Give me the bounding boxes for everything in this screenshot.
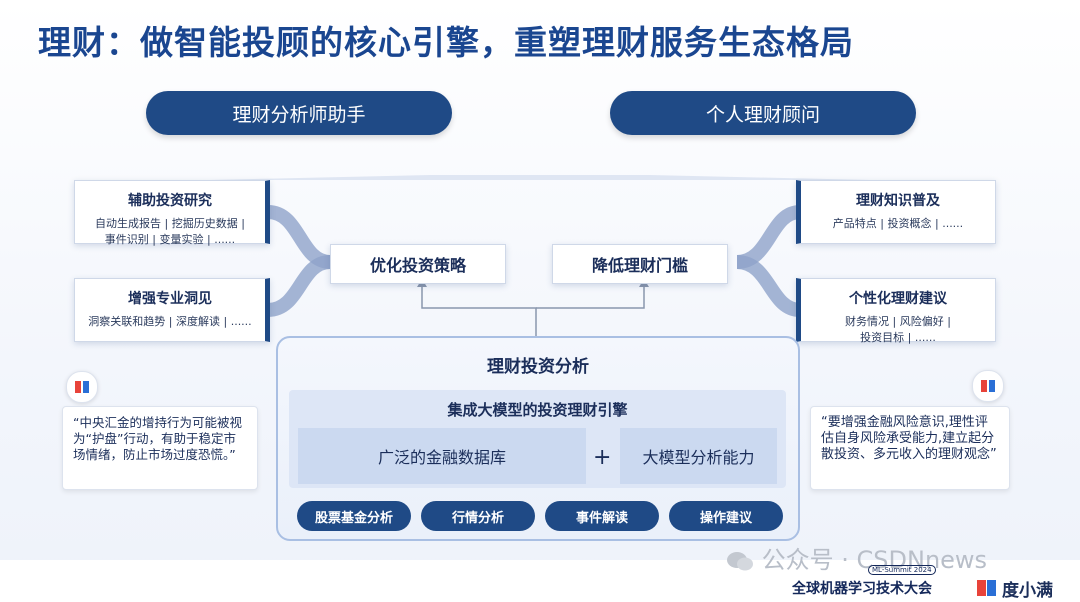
card-line: 洞察关联和趋势 | 深度解读 | ...... — [88, 315, 252, 328]
watermark-text: 公众号 · CSDNnews — [761, 546, 988, 574]
llm-capability-block: 大模型分析能力 — [620, 428, 777, 484]
operation-advice-button[interactable]: 操作建议 — [669, 501, 783, 531]
card-title: 增强专业洞见 — [128, 291, 212, 307]
card-title: 辅助投资研究 — [128, 193, 212, 209]
card-line: 自动生成报告 | 挖掘历史数据 | — [95, 217, 245, 230]
watermark: 公众号 · CSDNnews — [726, 540, 987, 575]
quote-right: “要增强金融风险意识,理性评估自身风险承受能力,建立起分散投资、多元收入的理财观… — [810, 406, 1010, 490]
arrow-line-left — [421, 283, 537, 336]
card-line: 事件识别 | 变量实验 | ...... — [104, 233, 236, 246]
event-interpretation-button[interactable]: 事件解读 — [545, 501, 659, 531]
card-subtext: 自动生成报告 | 挖掘历史数据 | 事件识别 | 变量实验 | ...... — [75, 216, 265, 248]
footer — [0, 560, 1080, 602]
financial-database-block: 广泛的金融数据库 — [298, 428, 586, 484]
card-subtext: 产品特点 | 投资概念 | ...... — [801, 216, 995, 232]
connector-right-bottom — [736, 255, 801, 317]
logo-mark-icon — [75, 381, 89, 393]
card-line: 财务情况 | 风险偏好 | — [845, 315, 951, 328]
conference-name: 全球机器学习技术大会 — [792, 581, 932, 597]
card-line: 投资目标 | ...... — [860, 331, 936, 344]
connector-right-top — [736, 205, 801, 269]
investment-analysis-panel: 理财投资分析 集成大模型的投资理财引擎 广泛的金融数据库 + 大模型分析能力 股… — [276, 336, 800, 541]
card-financial-knowledge: 理财知识普及 产品特点 | 投资概念 | ...... — [796, 180, 996, 244]
conference-badge: ML-Summit 2024 — [868, 565, 936, 575]
wechat-icon — [726, 550, 754, 572]
lower-threshold-box: 降低理财门槛 — [552, 244, 728, 284]
light-beam — [210, 175, 870, 180]
card-title: 理财知识普及 — [856, 193, 940, 209]
analyst-assistant-pill: 理财分析师助手 — [146, 91, 452, 135]
market-analysis-button[interactable]: 行情分析 — [421, 501, 535, 531]
card-subtext: 财务情况 | 风险偏好 | 投资目标 | ...... — [801, 314, 995, 346]
card-subtext: 洞察关联和趋势 | 深度解读 | ...... — [75, 314, 265, 330]
card-title: 个性化理财建议 — [849, 291, 947, 307]
connector-left-top — [267, 205, 331, 269]
brand-name: 度小满 — [1002, 581, 1053, 601]
brand-logo-icon — [66, 371, 98, 403]
llm-engine-block: 集成大模型的投资理财引擎 广泛的金融数据库 + 大模型分析能力 — [289, 390, 786, 488]
plus-sign: + — [593, 445, 612, 470]
card-line: 产品特点 | 投资概念 | ...... — [832, 217, 964, 230]
stock-fund-analysis-button[interactable]: 股票基金分析 — [297, 501, 411, 531]
card-professional-insight: 增强专业洞见 洞察关联和趋势 | 深度解读 | ...... — [74, 278, 270, 342]
quote-left: “中央汇金的增持行为可能被视为“护盘”行动，有助于稳定市场情绪，防止市场过度恐慌… — [62, 406, 258, 490]
card-personalized-advice: 个性化理财建议 财务情况 | 风险偏好 | 投资目标 | ...... — [796, 278, 996, 344]
card-investment-research: 辅助投资研究 自动生成报告 | 挖掘历史数据 | 事件识别 | 变量实验 | .… — [74, 180, 270, 246]
brand-mark-icon — [977, 580, 996, 596]
brand-logo-icon — [972, 370, 1004, 402]
connector-left-bottom — [267, 255, 331, 317]
optimize-strategy-box: 优化投资策略 — [330, 244, 506, 284]
engine-title: 集成大模型的投资理财引擎 — [447, 401, 628, 419]
logo-mark-icon — [981, 380, 995, 392]
arrow-line-right — [536, 283, 645, 309]
panel-title: 理财投资分析 — [487, 357, 589, 377]
personal-advisor-pill: 个人理财顾问 — [610, 91, 916, 135]
page-title: 理财：做智能投顾的核心引擎，重塑理财服务生态格局 — [38, 23, 854, 62]
